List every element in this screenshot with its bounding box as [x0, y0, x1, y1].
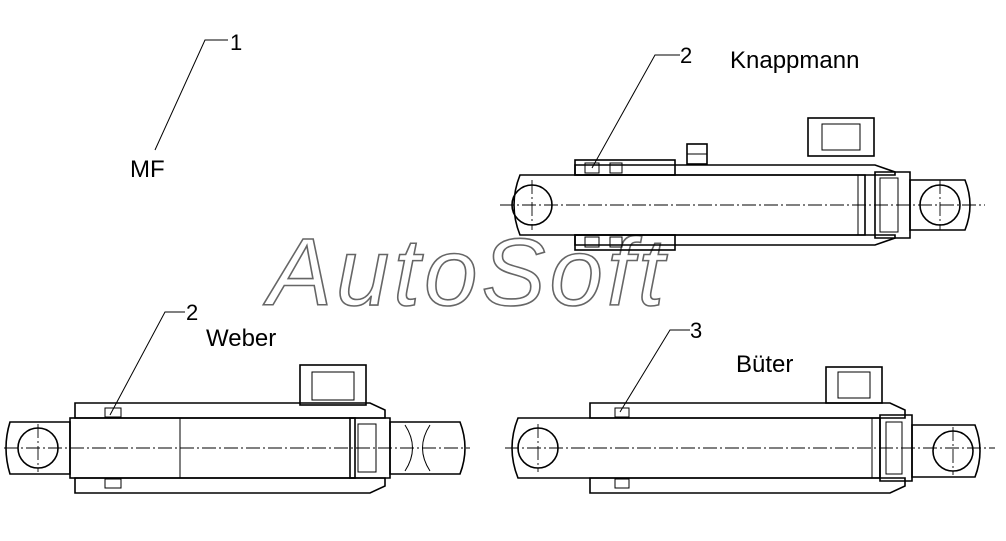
weber-cylinder: 2 Weber [4, 300, 470, 494]
callout-1: 1 [154, 30, 242, 151]
callout-number-2-left: 2 [186, 300, 198, 325]
label-buter: Büter [736, 351, 793, 378]
label-weber: Weber [206, 325, 276, 352]
buter-cylinder: 3 Büter [505, 318, 995, 494]
watermark: AutoSoft [263, 219, 668, 326]
callout-number-1: 1 [230, 30, 242, 55]
label-knappmann: Knappmann [730, 47, 859, 74]
label-mf: MF [130, 156, 165, 183]
callout-number-3: 3 [690, 318, 702, 343]
callout-number-2-top: 2 [680, 43, 692, 68]
knappmann-cylinder: 2 Knappmann [500, 43, 985, 251]
